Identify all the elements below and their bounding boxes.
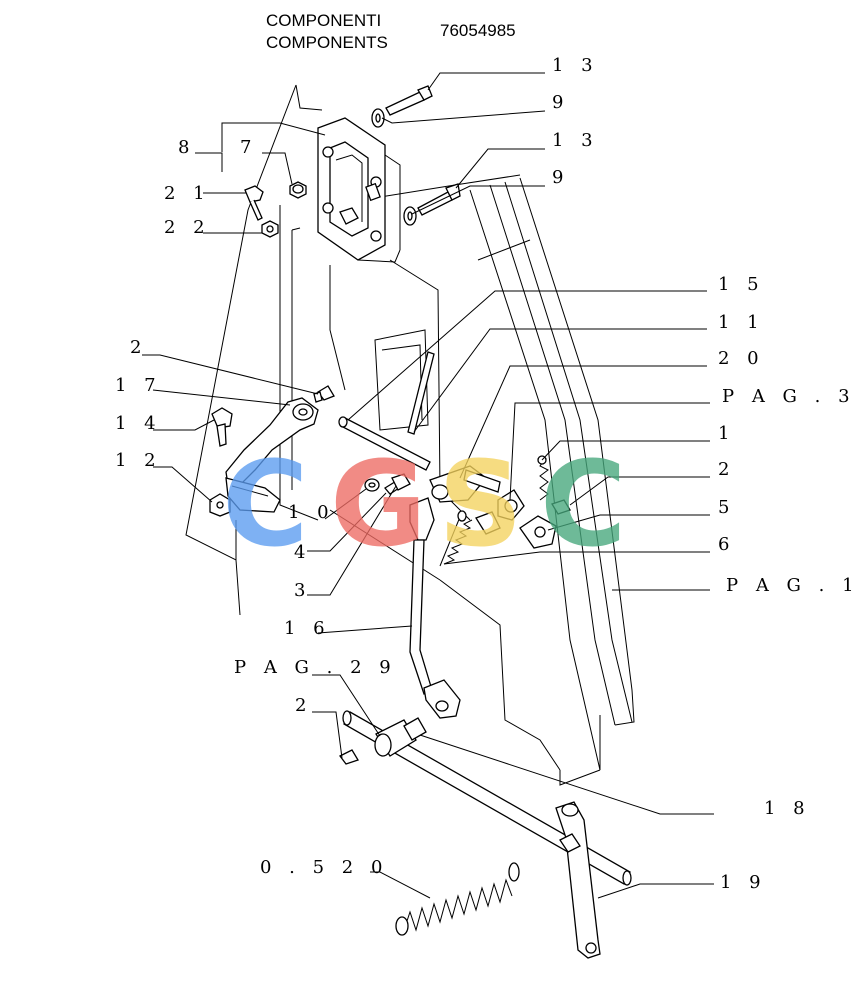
callout-2-lower: 2	[295, 695, 312, 716]
callout-14: 1 4	[115, 413, 162, 434]
leader-lines	[142, 72, 714, 899]
callout-0520: 0 . 5 2 0	[260, 857, 388, 878]
callout-5: 5	[718, 497, 735, 518]
bush-10	[364, 478, 380, 492]
callout-8: 8	[178, 137, 195, 158]
callout-6: 6	[718, 534, 735, 555]
callout-22: 2 2	[164, 217, 211, 238]
callout-2-right: 2	[718, 459, 735, 480]
screw-2-lower	[339, 749, 359, 765]
callout-pag30: P A G . 3 0	[722, 386, 856, 407]
callout-9-top: 9	[552, 92, 569, 113]
collar-18	[374, 717, 427, 757]
callout-2-upper: 2	[130, 337, 147, 358]
callout-4: 4	[294, 542, 311, 563]
pin-15	[338, 416, 431, 471]
hinge-plate	[317, 117, 401, 263]
bolt-21	[244, 185, 264, 221]
callout-9-lower: 9	[552, 167, 569, 188]
callout-19: 1 9	[720, 872, 767, 893]
callout-1: 1	[718, 423, 735, 444]
watermark-letter-3: S	[438, 435, 523, 573]
nut-22	[261, 220, 279, 238]
washer-9-top	[371, 108, 385, 128]
callout-11: 1 1	[718, 312, 765, 333]
callout-10: 1 0	[288, 502, 335, 523]
screw-13-top	[385, 85, 433, 116]
rod-16	[409, 497, 461, 719]
part-code: 76054985	[440, 21, 516, 40]
watermark-letter-4: C	[540, 435, 627, 573]
callout-3: 3	[294, 580, 311, 601]
watermark-letter-2: G	[330, 435, 427, 573]
callout-17: 1 7	[115, 375, 162, 396]
washer-9-lower	[403, 206, 417, 226]
lever-20	[429, 465, 525, 535]
title-english: COMPONENTS	[266, 33, 388, 52]
title-italian: COMPONENTI	[266, 11, 382, 30]
cam-5	[519, 515, 557, 549]
callout-21: 2 1	[164, 183, 211, 204]
bolt-14	[211, 407, 233, 447]
nut-7	[289, 181, 307, 199]
callout-18: 1 8	[764, 798, 811, 819]
callout-pag1: P A G . 1	[726, 575, 856, 596]
lever-19	[555, 801, 601, 959]
callout-20: 2 0	[718, 348, 765, 369]
callout-15: 1 5	[718, 274, 765, 295]
screw-2-right	[551, 499, 571, 515]
callout-12: 1 2	[115, 450, 162, 471]
lever-17	[225, 397, 319, 513]
callout-13-lower: 1 3	[552, 130, 599, 151]
spring-6	[439, 510, 473, 567]
callout-pag29: P A G . 2 9	[234, 657, 397, 678]
shaft-lower	[342, 710, 632, 886]
watermark-logo: C G S C	[222, 435, 627, 573]
callout-13-top: 1 3	[552, 55, 599, 76]
callout-labels: 1 3 9 8 7 1 3 9 2 1 2 2 1 5 1 1 2 2 0 1 …	[115, 55, 856, 893]
nut-12	[209, 493, 231, 517]
spring-0520	[395, 862, 520, 936]
screw-13-lower	[417, 183, 461, 216]
watermark-letter-1: C	[222, 435, 309, 573]
callout-16: 1 6	[284, 618, 331, 639]
screw-2-upper	[313, 385, 335, 403]
callout-7: 7	[240, 137, 257, 158]
pin-11	[407, 351, 435, 435]
